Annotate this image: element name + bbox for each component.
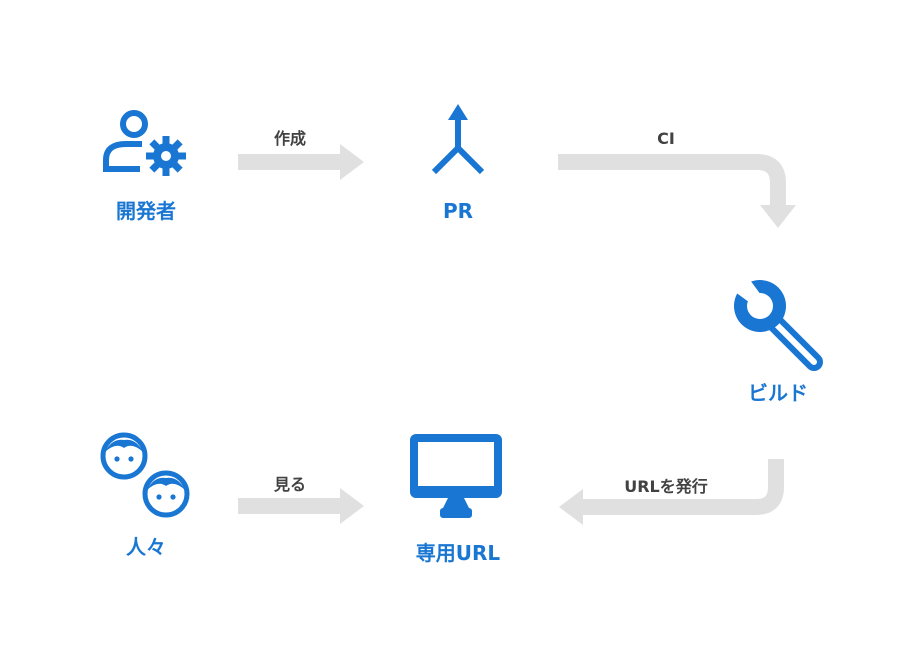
monitor-icon <box>410 434 502 518</box>
arrow-ci <box>558 154 796 228</box>
arrow-create <box>238 144 364 180</box>
node-label-url: 専用URL <box>416 541 501 565</box>
node-label-developer: 開発者 <box>116 199 176 223</box>
face-icon <box>142 470 190 518</box>
people-faces-icon <box>100 432 190 518</box>
merge-icon <box>431 104 485 175</box>
wrench-icon <box>733 276 823 371</box>
edge-label-issue-url: URLを発行 <box>624 477 708 496</box>
node-label-pr: PR <box>443 199 473 223</box>
edge-label-create: 作成 <box>274 129 306 148</box>
edge-label-ci: CI <box>657 129 675 148</box>
arrow-view <box>238 488 364 524</box>
arrow-issue-url <box>559 459 784 525</box>
node-label-build: ビルド <box>748 381 808 405</box>
developer-settings-icon <box>103 110 186 176</box>
face-icon <box>100 432 148 480</box>
node-label-people: 人々 <box>126 535 166 559</box>
edge-label-view: 見る <box>273 475 306 494</box>
